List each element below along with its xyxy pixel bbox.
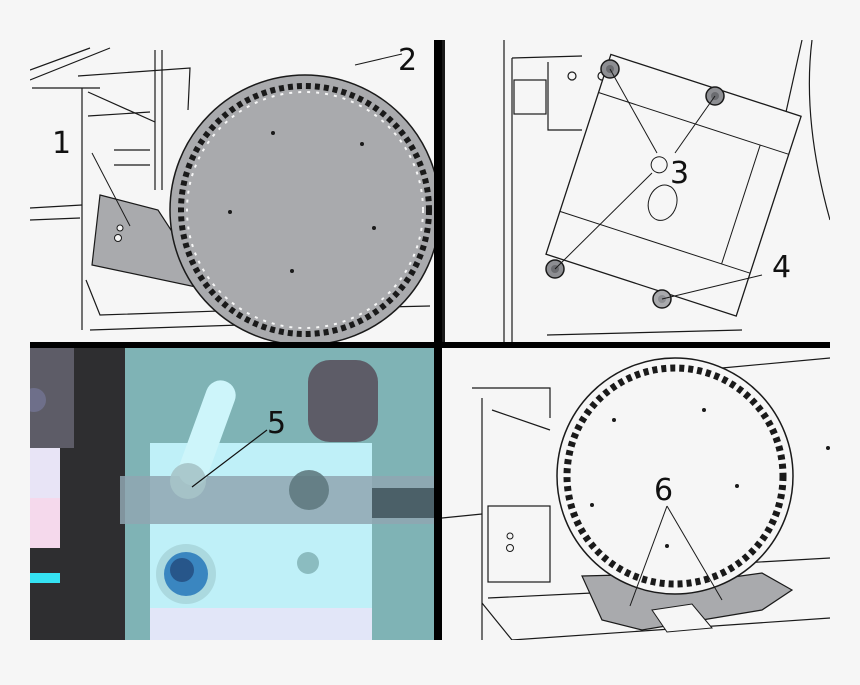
panel-top-right: 3 4 xyxy=(442,40,830,342)
callout-1: 1 xyxy=(52,126,71,161)
pin xyxy=(178,380,236,486)
callout-3: 3 xyxy=(670,156,689,191)
tool-carousel-disc xyxy=(169,74,434,342)
horizontal-divider xyxy=(30,342,830,348)
callout-4: 4 xyxy=(772,250,791,285)
tilted-bracket xyxy=(545,53,802,317)
carousel-cover-plates-drawing: 6 xyxy=(442,357,830,640)
figure-grid: 1 2 xyxy=(30,40,830,640)
panel-top-left: 1 2 xyxy=(30,40,434,342)
carousel-shroud-drawing: 1 2 xyxy=(30,43,434,342)
callout-2: 2 xyxy=(398,43,417,78)
panel-bottom-right: 6 xyxy=(442,348,830,640)
tool-carousel-disc xyxy=(556,357,794,595)
bracket-bolts-drawing: 3 4 xyxy=(442,40,830,342)
square-block xyxy=(308,360,378,442)
pin-closeup-render: 5 xyxy=(30,348,434,640)
vertical-divider xyxy=(434,40,442,640)
panel-bottom-left: 5 xyxy=(30,348,434,640)
callout-6: 6 xyxy=(654,473,673,508)
callout-5: 5 xyxy=(267,406,286,441)
